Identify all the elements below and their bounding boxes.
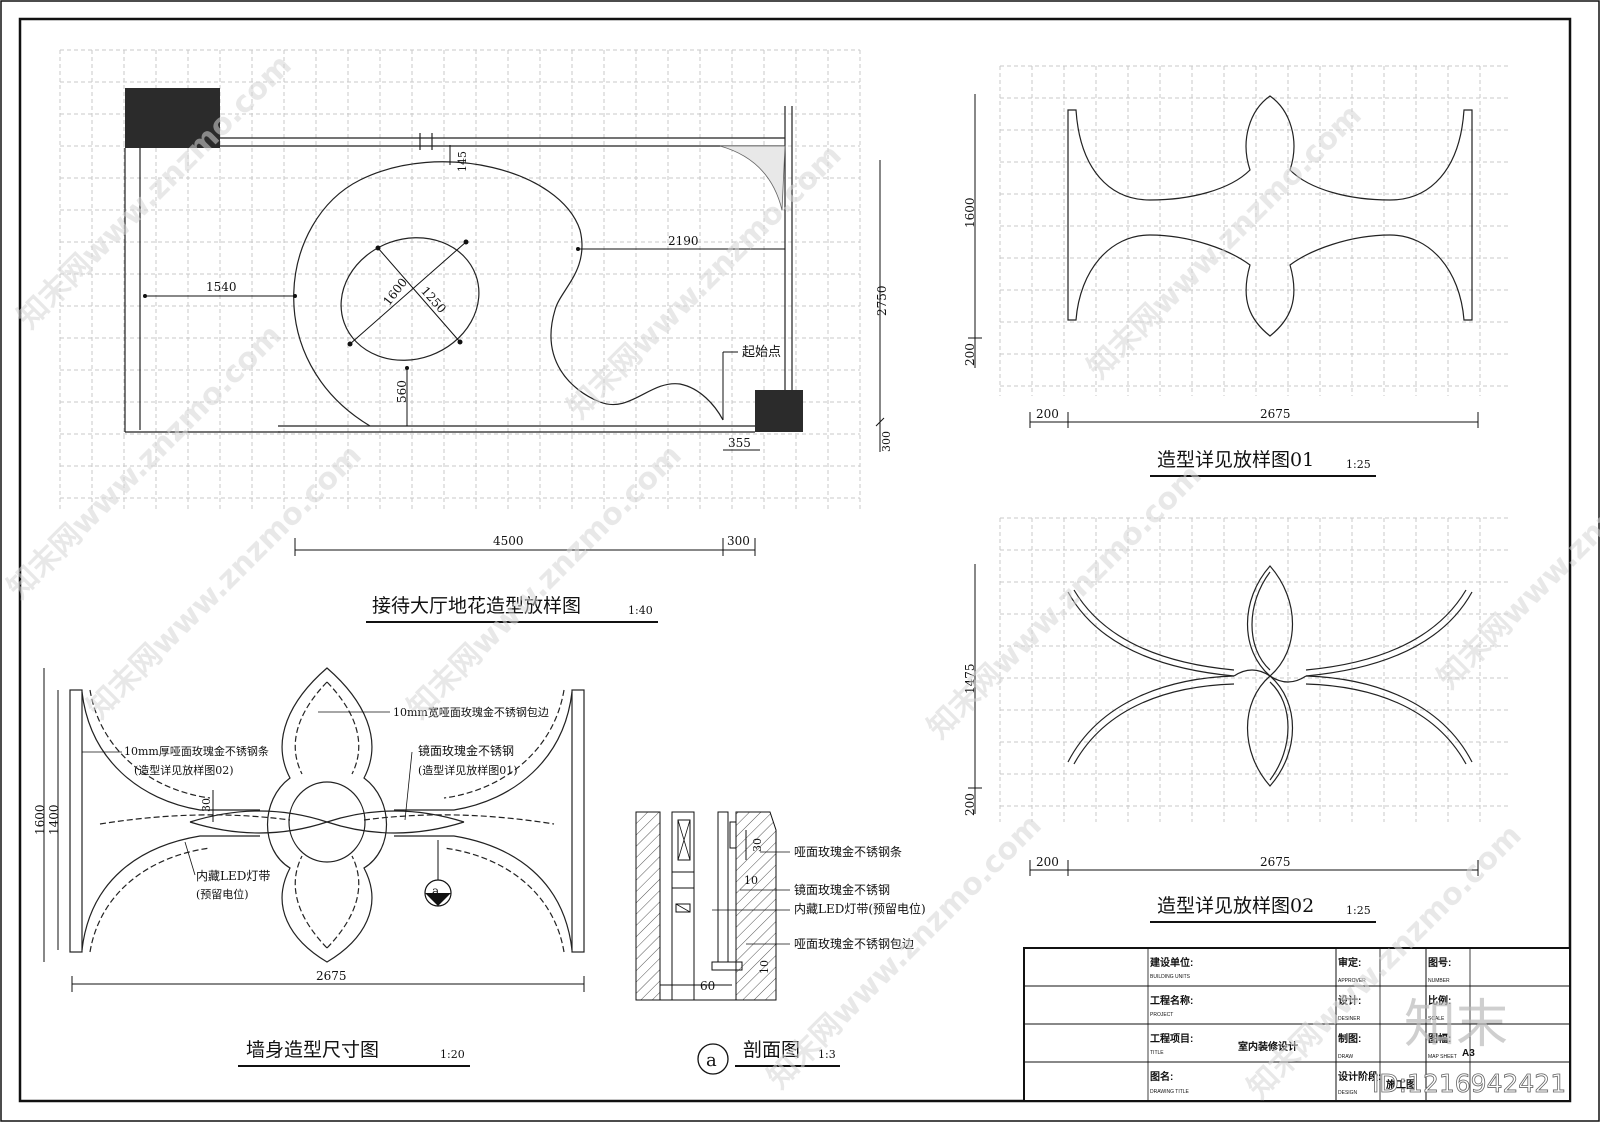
detail02-grid: [999, 517, 1510, 822]
tb-sheet-en: MAP SHEET: [1428, 1054, 1457, 1060]
tb-drawing-title: 图名:: [1150, 1070, 1173, 1083]
dim-145: 145: [456, 151, 469, 172]
note-led: 内藏LED灯带: [196, 869, 270, 883]
tb-stage-value: 施工图: [1386, 1078, 1416, 1091]
tb-scale-en: SCALE: [1428, 1016, 1445, 1022]
section-scale: 1:3: [818, 1048, 836, 1061]
sec-label-matte-strip: 哑面玫瑰金不锈钢条: [794, 844, 902, 859]
d1-dim-200-v: 200: [963, 343, 977, 366]
tb-approver: 审定:: [1338, 956, 1361, 969]
detail02-title: 造型详见放样图02: [1157, 895, 1314, 917]
tb-title-value: 室内装修设计: [1238, 1040, 1298, 1053]
tb-project-en: PROJECT: [1150, 1012, 1173, 1018]
wall-title: 墙身造型尺寸图: [246, 1039, 379, 1061]
watermark-text-10: 知末网www.znzmo.com: [1431, 408, 1600, 696]
tb-draw: 制图:: [1338, 1032, 1361, 1045]
sec-dim-30: 30: [751, 838, 764, 852]
note-mirror-ref: (造型详见放样图01): [418, 763, 518, 777]
tb-scale: 比例:: [1428, 994, 1451, 1007]
watermark-text-5: 知末网www.znzmo.com: [401, 438, 689, 726]
d2-dim-200-h: 200: [1036, 855, 1059, 869]
wall-dim-30: 30: [200, 798, 213, 812]
note-mirror: 镜面玫瑰金不锈钢: [418, 743, 514, 758]
d1-dim-2675: 2675: [1260, 407, 1291, 421]
d1-dim-1600: 1600: [963, 197, 977, 228]
tb-draw-en: DRAW: [1338, 1054, 1353, 1060]
dim-4500: 4500: [493, 534, 524, 548]
start-point-label: 起始点: [742, 345, 781, 360]
tb-design-stage: 设计阶段:: [1338, 1070, 1381, 1083]
wall-section-tag: a: [432, 884, 439, 898]
section-tag: a: [706, 1050, 717, 1071]
tb-title-en: TITLE: [1150, 1050, 1164, 1056]
dim-300-right: 300: [880, 431, 893, 452]
detail01-title: 造型详见放样图01: [1157, 449, 1314, 471]
tb-title-item: 工程项目:: [1150, 1032, 1193, 1045]
tb-drawing-title-en: DRAWING TITLE: [1150, 1089, 1190, 1095]
dim-2190: 2190: [668, 234, 699, 248]
note-strip-10mm: 10mm厚哑面玫瑰金不锈钢条: [124, 744, 269, 758]
d2-dim-1475: 1475: [963, 663, 977, 694]
sheet-inner-border: [18, 17, 1572, 1103]
column-block-bottom-right: [755, 390, 803, 432]
d2-dim-2675: 2675: [1260, 855, 1291, 869]
sec-dim-10b: 10: [758, 960, 771, 974]
watermark-text-8: 知末网www.znzmo.com: [921, 458, 1209, 746]
detail01-drawing: 1600 200 200 2675 造型详见放样图01 1:25: [963, 94, 1479, 477]
floor-pattern-outline: [293, 161, 724, 427]
watermark-text-7: 知末网www.znzmo.com: [1081, 98, 1369, 386]
dim-560: 560: [395, 380, 409, 403]
wall-dim-2675: 2675: [316, 969, 347, 983]
wall-dim-1600: 1600: [33, 804, 47, 835]
sec-dim-10a: 10: [744, 874, 758, 887]
floor-pattern-ellipse: [340, 237, 480, 361]
tb-project-name: 工程名称:: [1150, 994, 1193, 1007]
tb-sheet: 图幅:: [1428, 1032, 1451, 1045]
wall-drawing: a 1600 1400 2675 30 10mm宽哑面玫瑰金不锈钢包边 10mm…: [33, 667, 585, 1067]
tb-number: 图号:: [1428, 957, 1451, 969]
watermark-logo: 知末: [1404, 995, 1508, 1055]
tb-building-unit: 建设单位:: [1149, 956, 1193, 969]
wall-dim-1400: 1400: [47, 804, 61, 835]
tb-number-en: NUMBER: [1428, 978, 1450, 984]
tb-approver-en: APPROVER: [1338, 978, 1366, 984]
dim-355: 355: [728, 436, 751, 450]
section-title: 剖面图: [743, 1039, 800, 1061]
tb-design-stage-en: DESIGN: [1338, 1090, 1358, 1096]
d1-dim-200-h: 200: [1036, 407, 1059, 421]
sec-label-led: 内藏LED灯带(预留电位): [794, 901, 926, 916]
detail01-grid: [999, 65, 1510, 396]
detail02-arc-top-left: [1067, 591, 1235, 677]
detail01-shape: [1067, 95, 1473, 337]
section-drawing: 30 10 10 60 哑面玫瑰金不锈钢条 镜面玫瑰金不锈钢 内藏LED灯带(预…: [635, 811, 926, 1075]
plan-grid: [59, 49, 861, 510]
detail01-scale: 1:25: [1346, 458, 1371, 471]
tb-sheet-value: A3: [1462, 1048, 1475, 1059]
title-block: 建设单位: BUILDING UNITS 审定: APPROVER 图号: NU…: [1023, 947, 1571, 1102]
sec-label-matte-edge: 哑面玫瑰金不锈钢包边: [794, 936, 914, 951]
watermark-id: ID:1216942421: [1372, 1069, 1566, 1098]
note-strip-ref: (造型详见放样图02): [134, 763, 234, 777]
wall-scale: 1:20: [440, 1048, 465, 1061]
note-led-ref: (预留电位): [196, 887, 249, 901]
tb-building-unit-en: BUILDING UNITS: [1150, 974, 1191, 980]
section-tag-circle: [697, 1043, 729, 1075]
sec-label-mirror: 镜面玫瑰金不锈钢: [794, 882, 890, 897]
dim-300-bottom: 300: [727, 534, 750, 548]
sec-dim-60: 60: [700, 979, 715, 993]
note-edge-10mm: 10mm宽哑面玫瑰金不锈钢包边: [393, 705, 549, 719]
d2-dim-200-v: 200: [963, 793, 977, 816]
tb-designer-en: DESINER: [1338, 1016, 1361, 1022]
dim-2750: 2750: [875, 285, 889, 316]
plan-scale: 1:40: [628, 604, 653, 617]
detail02-scale: 1:25: [1346, 904, 1371, 917]
column-block-top-left: [125, 88, 220, 148]
tb-designer: 设计:: [1338, 994, 1361, 1007]
plan-title: 接待大厅地花造型放样图: [372, 595, 581, 617]
dim-1540: 1540: [206, 280, 237, 294]
detail02-drawing: 1475 200 200 2675 造型详见放样图02 1:25: [963, 564, 1479, 923]
